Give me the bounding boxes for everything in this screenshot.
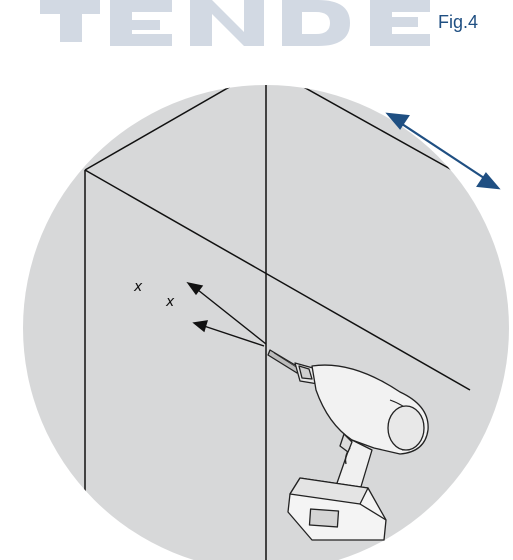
wall-corner-lines: [84, 85, 471, 560]
cordless-drill-icon: [267, 349, 429, 541]
figure-label: Fig.4: [438, 12, 478, 32]
drill-mark-2: x: [165, 294, 175, 310]
watermark-brand: [40, 0, 430, 46]
drill-marks: x x: [133, 279, 175, 310]
double-headed-arrow-icon: [385, 112, 501, 190]
drill-mark-1: x: [133, 279, 143, 295]
pointer-arrows: [186, 281, 267, 347]
